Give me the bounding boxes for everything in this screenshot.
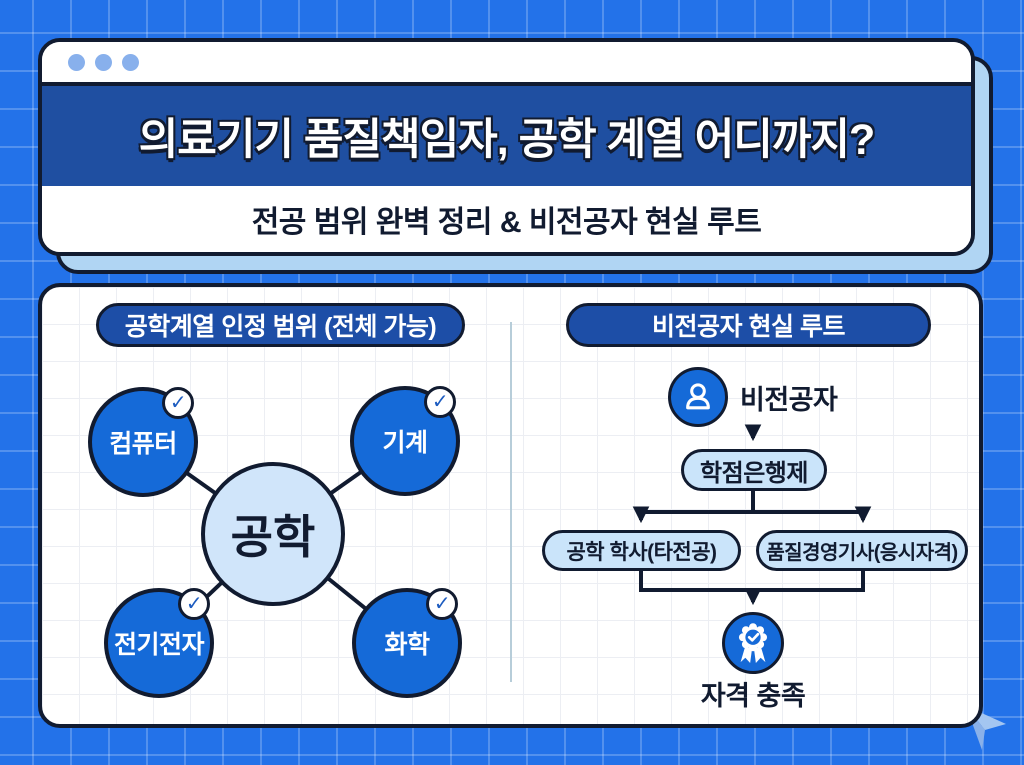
subtitle: 전공 범위 완벽 정리 & 비전공자 현실 루트	[251, 206, 762, 239]
check-icon: ✓	[426, 588, 458, 620]
actor-label: 비전공자	[740, 384, 838, 415]
result-label: 자격 충족	[700, 681, 806, 711]
node-label: 기계	[382, 429, 428, 457]
node-electrical: 전기전자 ✓	[104, 588, 214, 698]
branch-engineering-bachelor: 공학 학사(타전공)	[542, 530, 741, 571]
window-dot-icon	[68, 53, 85, 71]
section-divider	[510, 322, 512, 682]
node-mechanical: 기계 ✓	[350, 386, 460, 496]
check-icon: ✓	[424, 386, 456, 418]
left-section-title: 공학계열 인정 범위 (전체 가능)	[96, 303, 465, 347]
check-icon: ✓	[162, 387, 194, 419]
node-label: 컴퓨터	[109, 430, 177, 458]
hub-node-engineering: 공학	[201, 462, 345, 606]
step-credit-bank: 학점은행제	[681, 449, 827, 491]
check-icon: ✓	[178, 588, 210, 620]
node-computer: 컴퓨터 ✓	[88, 387, 198, 497]
node-chemical: 화학 ✓	[352, 588, 462, 698]
person-icon	[668, 367, 728, 427]
hub-node-label: 공학	[230, 511, 316, 563]
branch-quality-engineer-exam: 품질경영기사(응시자격)	[756, 530, 968, 571]
node-label: 전기전자	[113, 631, 205, 659]
window-dot-icon	[95, 53, 112, 71]
right-section-title: 비전공자 현실 루트	[566, 303, 931, 347]
main-title: 의료기기 품질책임자, 공학 계열 어디까지?	[138, 116, 876, 164]
title-banner: 의료기기 품질책임자, 공학 계열 어디까지?	[42, 86, 971, 186]
award-icon	[722, 612, 784, 674]
node-label: 화학	[384, 631, 430, 659]
subtitle-banner: 전공 범위 완벽 정리 & 비전공자 현실 루트	[42, 186, 971, 252]
browser-window: 의료기기 품질책임자, 공학 계열 어디까지? 전공 범위 완벽 정리 & 비전…	[38, 38, 975, 256]
browser-titlebar	[42, 42, 971, 86]
window-dot-icon	[122, 53, 139, 71]
